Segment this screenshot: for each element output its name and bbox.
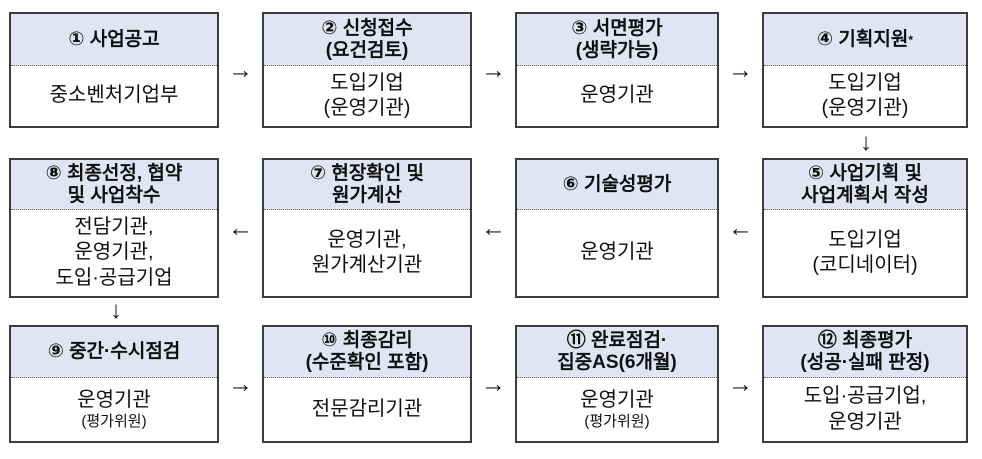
step-8-actor: 전담기관, 운영기관, 도입·공급기업 [55,216,173,289]
arrow-right-icon: → [728,369,753,398]
flow-row-2: ⑧ 최종선정, 협약 및 사업착수 전담기관, 운영기관, 도입·공급기업 ← … [9,158,968,298]
step-11-actor-sub: (평가위원) [584,413,650,431]
arrow-right-icon: → [728,55,753,84]
step-6-title: ⑥ 기술성평가 [562,173,672,195]
step-4-actor: 도입기업 (운영기관) [821,71,909,119]
arrow-down-icon: ↓ [860,129,872,156]
step-12-header: ⑫ 최종평가 (성공·실패 판정) [764,327,966,378]
step-1-actor: 중소벤처기업부 [49,84,179,107]
step-4-body: 도입기업 (운영기관) [764,66,966,126]
arrow-right-icon: → [228,369,253,398]
step-7-actor: 운영기관, 원가계산기관 [311,228,423,276]
step-11-header: ⑪ 완료점검· 집중AS(6개월) [517,327,717,378]
step-1-header: ① 사업공고 [11,14,217,66]
step-9-box: ⑨ 중간·수시점검 운영기관 (평가위원) [9,325,219,443]
step-12-title: ⑫ 최종평가 (성공·실패 판정) [800,330,930,373]
arrow-left-icon: ← [228,213,253,242]
step-5-box: ⑤ 사업기획 및 사업계획서 작성 도입기업 (코디네이터) [762,158,968,298]
step-9-body: 운영기관 (평가위원) [11,378,217,441]
step-11-title: ⑪ 완료점검· 집중AS(6개월) [557,330,677,373]
step-5-header: ⑤ 사업기획 및 사업계획서 작성 [764,160,966,210]
flow-row-1: ① 사업공고 중소벤처기업부 → ② 신청접수 (요건검토) 도입기업 (운영기… [9,12,968,128]
step-1-box: ① 사업공고 중소벤처기업부 [9,12,219,128]
arrow-right-icon: → [481,369,506,398]
step-4-box: ④ 기획지원* 도입기업 (운영기관) [762,12,968,128]
step-7-body: 운영기관, 원가계산기관 [264,210,470,296]
step-6-header: ⑥ 기술성평가 [517,160,717,210]
step-6-box: ⑥ 기술성평가 운영기관 [515,158,719,298]
step-8-header: ⑧ 최종선정, 협약 및 사업착수 [11,160,217,210]
step-12-actor: 도입·공급기업, 운영기관 [803,385,927,433]
step-2-header: ② 신청접수 (요건검토) [264,14,470,66]
step-12-box: ⑫ 최종평가 (성공·실패 판정) 도입·공급기업, 운영기관 [762,325,968,443]
step-7-header: ⑦ 현장확인 및 원가계산 [264,160,470,210]
step-3-body: 운영기관 [517,66,717,126]
step-3-actor: 운영기관 [580,84,654,107]
step-5-actor: 도입기업 (코디네이터) [812,228,918,276]
step-3-header: ③ 서면평가 (생략가능) [517,14,717,66]
step-4-header: ④ 기획지원* [764,14,966,66]
step-5-body: 도입기업 (코디네이터) [764,210,966,296]
step-2-body: 도입기업 (운영기관) [264,66,470,126]
step-11-box: ⑪ 완료점검· 집중AS(6개월) 운영기관 (평가위원) [515,325,719,443]
step-11-body: 운영기관 (평가위원) [517,378,717,441]
step-9-actor-sub: (평가위원) [81,413,147,431]
step-10-actor: 전문감리기관 [311,397,423,420]
step-12-body: 도입·공급기업, 운영기관 [764,378,966,441]
step-5-title: ⑤ 사업기획 및 사업계획서 작성 [801,162,929,206]
step-2-actor: 도입기업 (운영기관) [323,71,411,119]
step-10-body: 전문감리기관 [264,378,470,441]
step-4-title: ④ 기획지원 [817,28,909,50]
step-3-box: ③ 서면평가 (생략가능) 운영기관 [515,12,719,128]
step-6-actor: 운영기관 [580,241,654,264]
step-2-title: ② 신청접수 (요건검토) [321,17,413,61]
step-7-box: ⑦ 현장확인 및 원가계산 운영기관, 원가계산기관 [262,158,472,298]
step-8-body: 전담기관, 운영기관, 도입·공급기업 [11,210,217,296]
step-7-title: ⑦ 현장확인 및 원가계산 [309,162,425,206]
step-2-box: ② 신청접수 (요건검토) 도입기업 (운영기관) [262,12,472,128]
arrow-left-icon: ← [728,213,753,242]
step-3-title: ③ 서면평가 (생략가능) [571,17,663,61]
flow-row-3: ⑨ 중간·수시점검 운영기관 (평가위원) → ⑩ 최종감리 (수준확인 포함) … [9,325,968,443]
step-8-title: ⑧ 최종선정, 협약 및 사업착수 [45,162,183,206]
step-1-title: ① 사업공고 [68,28,160,50]
step-11-actor: 운영기관 [580,388,654,411]
arrow-down-icon: ↓ [110,297,122,324]
step-9-actor: 운영기관 [77,388,151,411]
step-6-body: 운영기관 [517,210,717,296]
step-1-body: 중소벤처기업부 [11,66,217,126]
arrow-left-icon: ← [481,213,506,242]
step-10-title: ⑩ 최종감리 (수준확인 포함) [305,330,429,373]
arrow-right-icon: → [228,55,253,84]
arrow-right-icon: → [481,55,506,84]
step-9-header: ⑨ 중간·수시점검 [11,327,217,378]
step-9-title: ⑨ 중간·수시점검 [47,341,181,363]
step-10-box: ⑩ 최종감리 (수준확인 포함) 전문감리기관 [262,325,472,443]
step-8-box: ⑧ 최종선정, 협약 및 사업착수 전담기관, 운영기관, 도입·공급기업 [9,158,219,298]
step-10-header: ⑩ 최종감리 (수준확인 포함) [264,327,470,378]
